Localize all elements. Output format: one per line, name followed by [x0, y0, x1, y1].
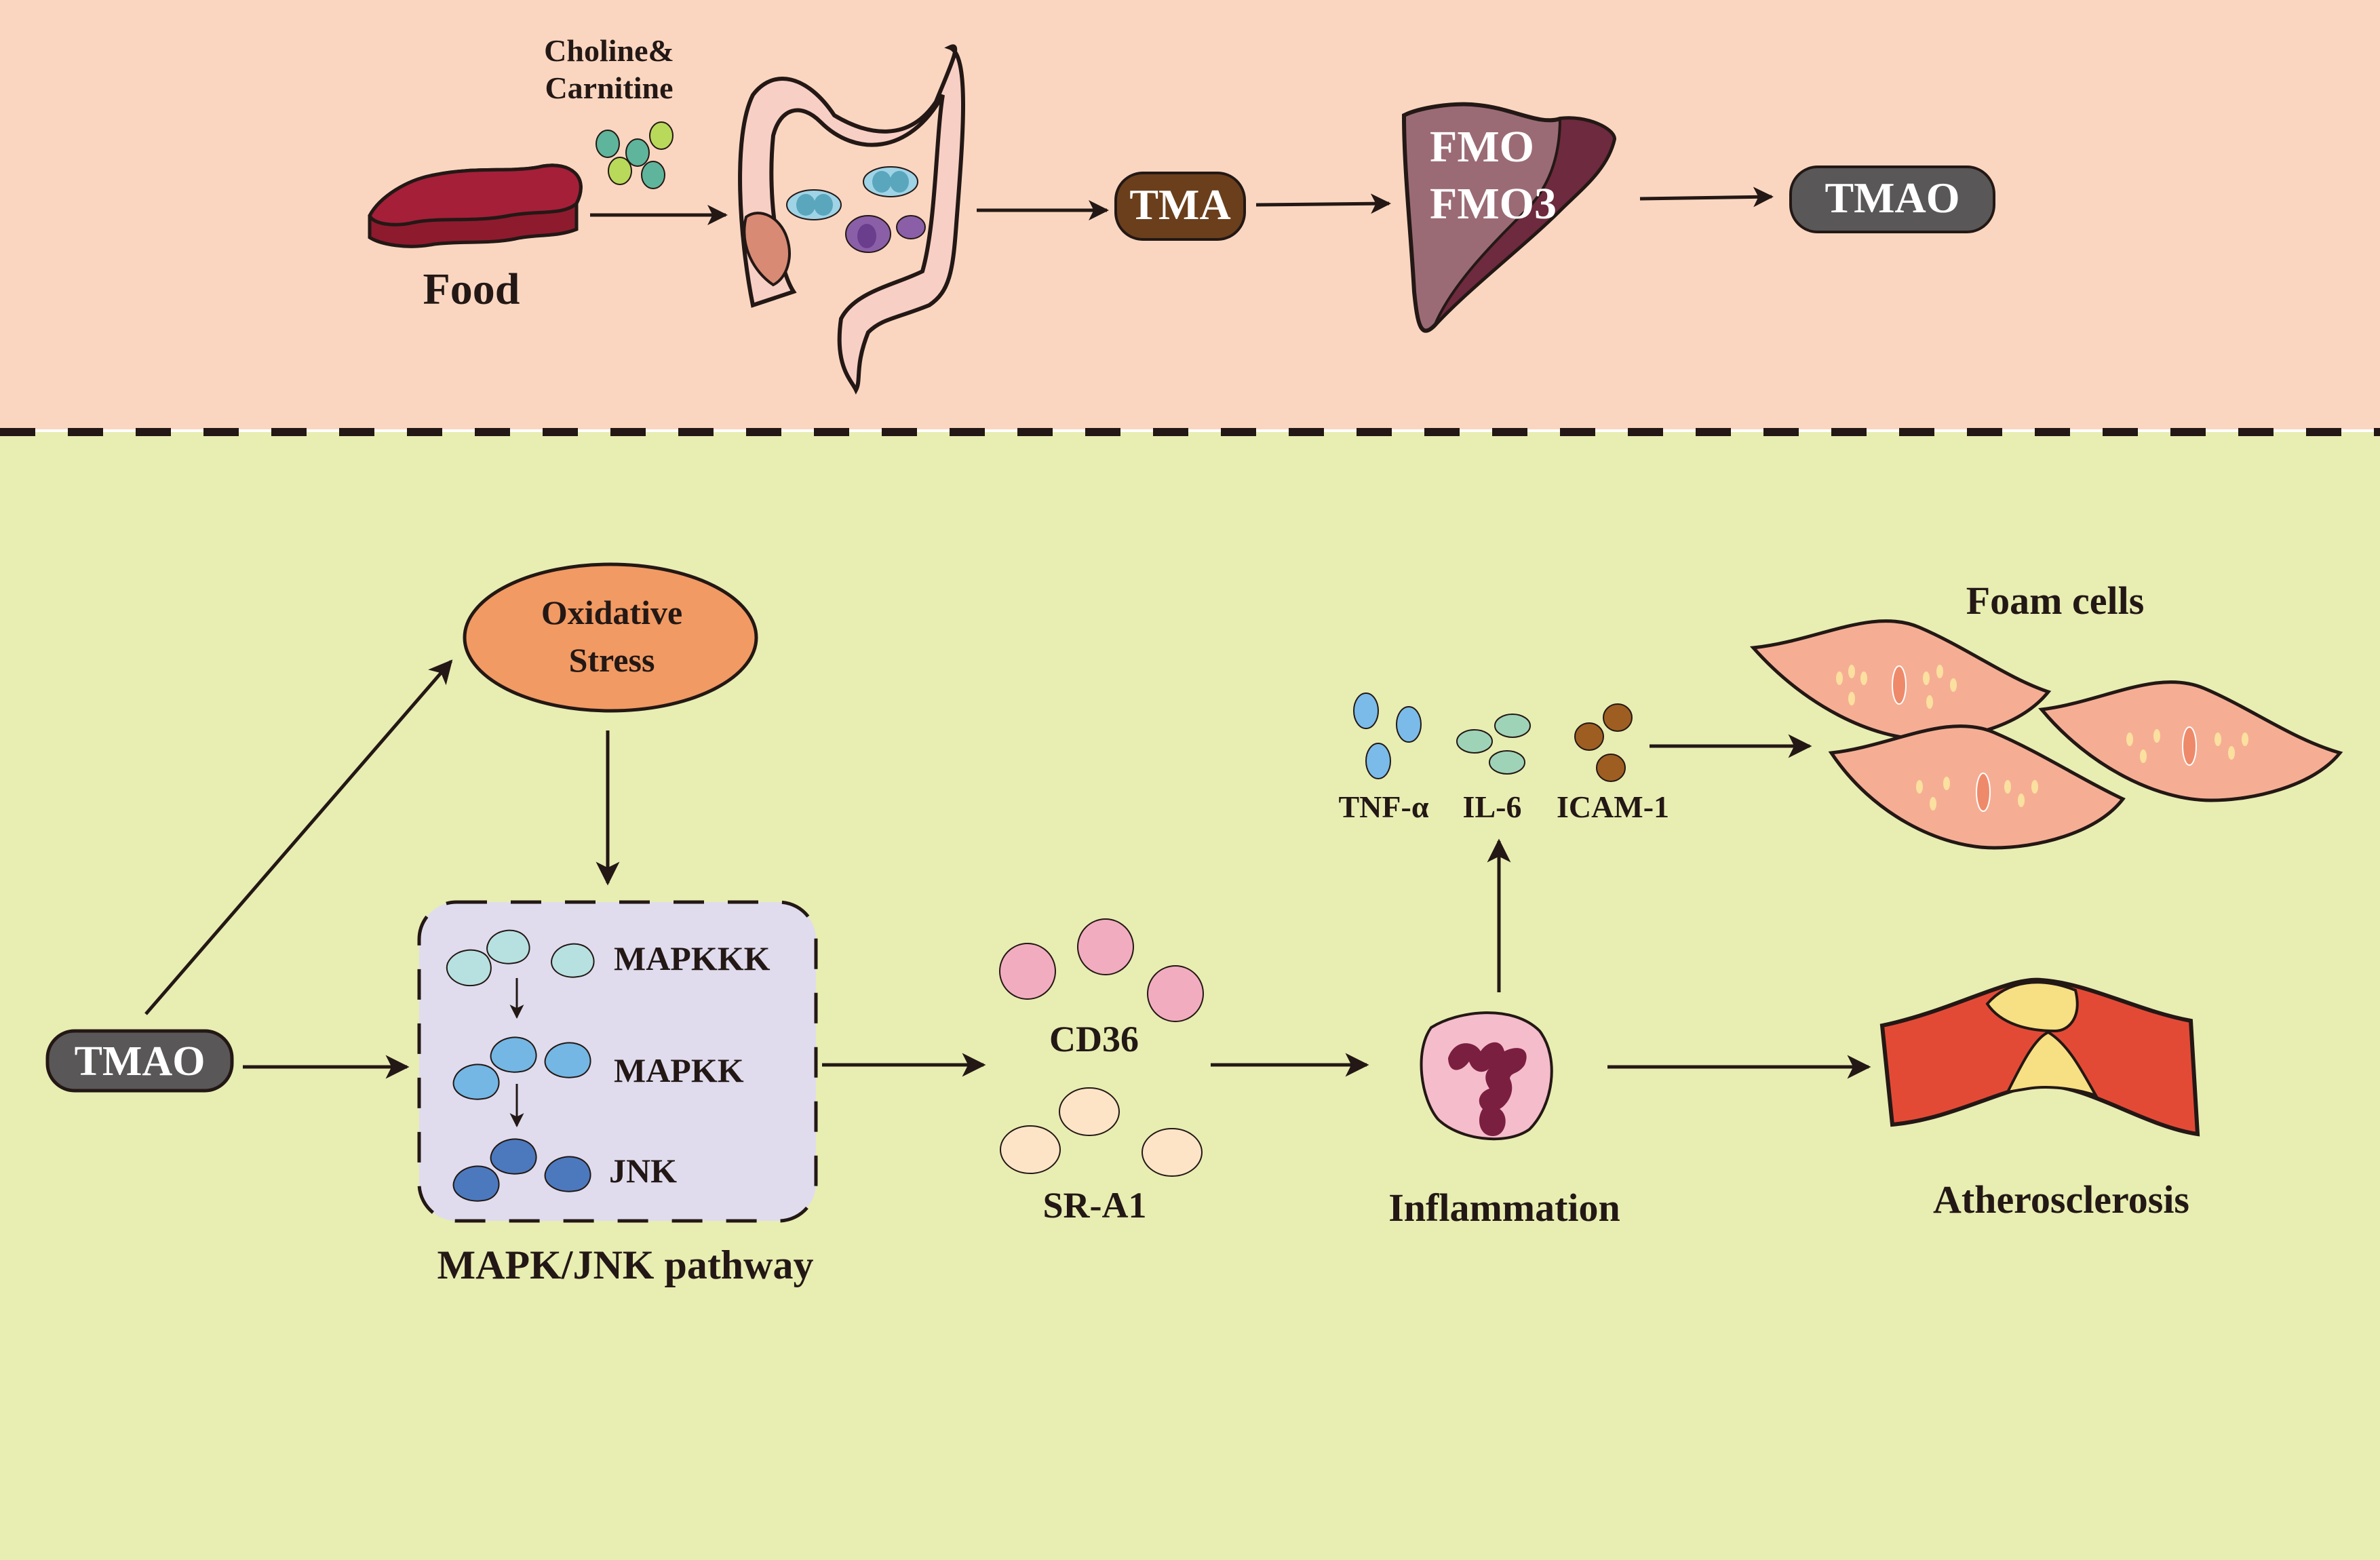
inflammation-label: Inflammation — [1388, 1186, 1620, 1230]
nutrient-label-line2: Carnitine — [545, 71, 673, 105]
tmao-top-node: TMAO — [1789, 165, 1995, 233]
food-label: Food — [423, 265, 520, 314]
tnf-alpha-molecules-icon — [1353, 693, 1422, 779]
liver-icon: FMO FMO3 — [1401, 102, 1617, 333]
tma-label: TMA — [1129, 180, 1230, 229]
choline-carnitine-particles — [596, 121, 674, 189]
sr-a1-receptors-icon — [1000, 1087, 1203, 1177]
cd36-label: CD36 — [1049, 1019, 1139, 1059]
lipid-droplets — [1836, 665, 2248, 811]
il-6-molecules-icon — [1456, 714, 1531, 775]
mapkkk-label: MAPKKK — [614, 939, 770, 977]
arrow-liver-to-tmao — [1639, 187, 1774, 208]
foam-cells-label: Foam cells — [1966, 579, 2145, 623]
cd36-receptors-icon — [999, 918, 1204, 1022]
nutrient-label-line1: Choline& — [544, 33, 674, 68]
arrow-tma-to-liver — [1255, 193, 1391, 214]
oxidative-stress-line1: Oxidative — [541, 593, 682, 631]
tma-node: TMA — [1114, 172, 1246, 241]
tnf-alpha-label: TNF-α — [1339, 789, 1429, 824]
liver-enzyme-line1: FMO — [1430, 122, 1534, 172]
oxidative-stress-line2: Stress — [569, 641, 655, 679]
foam-cell-icon — [1828, 724, 2126, 850]
il-6-label: IL-6 — [1463, 789, 1522, 824]
tmao-top-label: TMAO — [1825, 174, 1959, 222]
liver-enzyme-line2: FMO3 — [1430, 179, 1557, 229]
icam-1-label: ICAM-1 — [1557, 789, 1669, 824]
atherosclerotic-artery-icon — [1879, 977, 2200, 1137]
atherosclerosis-label: Atherosclerosis — [1933, 1177, 2189, 1222]
oxidative-stress-node: Oxidative Stress — [463, 562, 758, 713]
mapkkk-proteins-icon — [446, 929, 595, 987]
foam-cell-icon — [2038, 680, 2343, 802]
mapkk-proteins-icon — [452, 1036, 591, 1100]
tmao-bottom-node: TMAO — [45, 1029, 234, 1093]
arrow-tmao-to-oxidative-stress — [144, 659, 453, 1015]
neutrophil-cell-icon — [1420, 1011, 1553, 1141]
jnk-proteins-icon — [452, 1138, 591, 1202]
sr-a1-label: SR-A1 — [1042, 1185, 1146, 1226]
mapkk-label: MAPKK — [614, 1051, 744, 1089]
mapk-pathway-label: MAPK/JNK pathway — [437, 1243, 814, 1287]
icam-1-molecules-icon — [1574, 703, 1633, 782]
jnk-label: JNK — [609, 1152, 677, 1190]
mapk-jnk-pathway-box: MAPKKK MAPKK JNK — [417, 900, 818, 1223]
colon-icon — [738, 44, 965, 395]
foam-cell-icon — [1749, 619, 2052, 741]
meat-icon — [368, 163, 583, 248]
tmao-bottom-label: TMAO — [75, 1038, 206, 1085]
gut-bacteria — [786, 166, 926, 253]
